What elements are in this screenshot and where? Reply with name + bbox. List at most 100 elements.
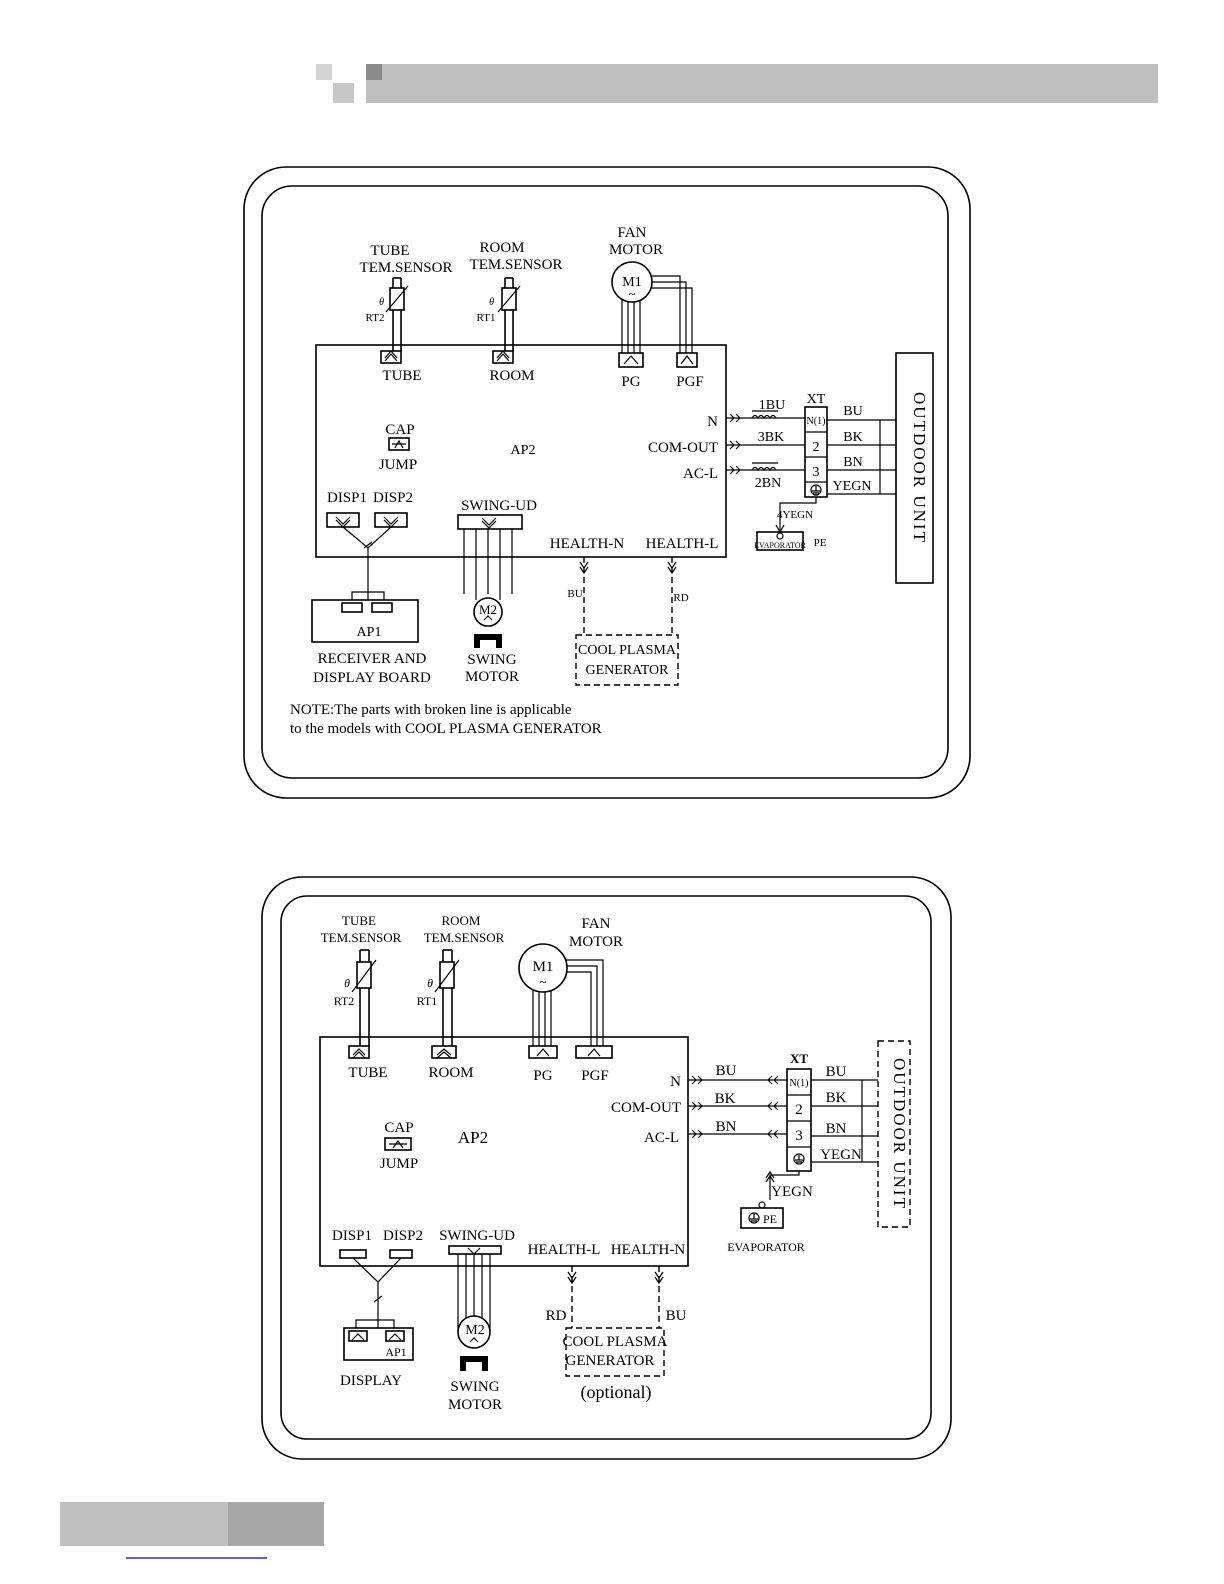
d1-swing-motor-base xyxy=(474,634,502,648)
d2-swing-label1: SWING xyxy=(450,1379,499,1395)
d1-swing-label1: SWING xyxy=(467,652,516,668)
footer-decoration xyxy=(60,1502,324,1559)
d2-wire-bn: BN xyxy=(716,1119,737,1135)
d2-jump-label: JUMP xyxy=(380,1156,418,1172)
header-square-light-1 xyxy=(316,64,332,80)
d2-pgf-label: PGF xyxy=(581,1068,609,1084)
d2-tube-title2: TEM.SENSOR xyxy=(321,930,402,945)
d2-xt-terminal-block: XT N(1) 2 3 BU BK BN YEGN YEGN xyxy=(727,1051,878,1254)
d1-rt2-theta: θ xyxy=(379,297,384,308)
d1-note-line1: NOTE:The parts with broken line is appli… xyxy=(290,702,572,718)
d2-display-label: DISPLAY xyxy=(340,1373,402,1389)
d2-main-board xyxy=(319,1036,689,1267)
d1-wire-1bu: 1BU xyxy=(759,398,785,413)
d1-room-sensor: θ RT1 ROOM xyxy=(477,277,535,384)
d2-ap1-label: AP1 xyxy=(385,1345,406,1359)
d1-bu-small: BU xyxy=(567,588,582,600)
d1-receiver-line2: DISPLAY BOARD xyxy=(313,670,431,686)
d2-rt2-theta: θ xyxy=(344,976,350,990)
header-bar xyxy=(366,64,1158,103)
d1-out-bu: BU xyxy=(843,404,862,419)
d1-disp1-label: DISP1 xyxy=(327,490,367,506)
d2-health-l-label: HEALTH-L xyxy=(528,1242,601,1258)
d2-out-bu: BU xyxy=(826,1064,847,1080)
footer-bar-light xyxy=(60,1502,228,1546)
d1-rt1-label: RT1 xyxy=(477,312,496,324)
d2-swing-ud-label: SWING-UD xyxy=(439,1228,515,1244)
d2-room-title1: ROOM xyxy=(441,913,480,928)
d1-m1-label: M1 xyxy=(622,275,641,290)
d2-plasma-line2: GENERATOR xyxy=(566,1353,655,1369)
d1-wire-3bk: 3BK xyxy=(758,430,784,445)
d1-out-bn: BN xyxy=(843,455,862,470)
d2-outdoor-label: OUTDOOR UNIT xyxy=(890,1058,909,1210)
d1-rd-small: RD xyxy=(673,592,688,604)
d2-room-connector-label: ROOM xyxy=(428,1065,473,1081)
d1-fan-motor: M1 ~ PG PGF xyxy=(611,261,704,390)
d1-plasma-line2: GENERATOR xyxy=(586,663,670,678)
d1-rt1-theta: θ xyxy=(489,297,494,308)
d1-fan-title1: FAN xyxy=(618,225,647,241)
d1-health-n-label: HEALTH-N xyxy=(550,536,625,552)
d2-out-bk: BK xyxy=(826,1090,847,1106)
d2-out-yegn: YEGN xyxy=(820,1147,862,1163)
d1-room-connector-label: ROOM xyxy=(489,368,534,384)
d1-4yegn: 4YEGN xyxy=(777,509,813,521)
d2-cool-plasma: HEALTH-L HEALTH-N RD BU COOL PLASMA GENE… xyxy=(528,1242,687,1403)
d2-ap2-label: AP2 xyxy=(458,1128,488,1147)
d2-pe-label: PE xyxy=(763,1212,777,1226)
d1-evaporator-label: EVAPORATOR xyxy=(754,541,806,550)
d2-evaporator-label: EVAPORATOR xyxy=(727,1240,805,1254)
d1-xt-label: XT xyxy=(807,392,826,407)
d2-cap-label: CAP xyxy=(384,1120,413,1136)
d1-cap-label: CAP xyxy=(385,422,414,438)
d2-tube-title1: TUBE xyxy=(342,913,376,928)
d1-m1-tilde: ~ xyxy=(629,287,636,301)
d1-xt-t1: N(1) xyxy=(807,416,826,427)
diagram1-inner-frame xyxy=(261,185,949,779)
d2-tube-connector-label: TUBE xyxy=(348,1065,387,1081)
d2-swing-motor: SWING-UD M2 SWING MOTOR xyxy=(439,1228,515,1413)
d2-ac-l-label: AC-L xyxy=(644,1130,679,1146)
d2-out-bn: BN xyxy=(826,1121,847,1137)
d1-jump-label: JUMP xyxy=(379,457,417,473)
d1-main-board xyxy=(315,344,727,558)
d2-xt-t2: 2 xyxy=(795,1102,803,1118)
d1-out-yegn: YEGN xyxy=(833,479,872,494)
d1-m2-label: M2 xyxy=(479,602,497,617)
diagram1-outer-frame xyxy=(243,166,971,799)
d1-tube-title2: TEM.SENSOR xyxy=(360,260,453,276)
d1-plasma-line1: COOL PLASMA xyxy=(578,643,677,658)
d1-note-line2: to the models with COOL PLASMA GENERATOR xyxy=(290,721,602,737)
d1-swing-label2: MOTOR xyxy=(465,669,519,685)
d1-terminal-wires: 1BU 3BK 2BN xyxy=(726,398,806,491)
d2-pg-label: PG xyxy=(533,1068,552,1084)
d2-xt-t1: N(1) xyxy=(790,1078,809,1089)
d2-xt-label: XT xyxy=(790,1051,808,1066)
d2-fan-title1: FAN xyxy=(582,916,611,932)
wiring-diagram-2: TUBE TEM.SENSOR ROOM TEM.SENSOR FAN MOTO… xyxy=(261,876,952,1460)
d1-tube-connector-label: TUBE xyxy=(382,368,421,384)
d1-rt2-label: RT2 xyxy=(366,312,385,324)
diagram2-outer-frame xyxy=(261,876,952,1460)
d1-room-title1: ROOM xyxy=(479,240,524,256)
footer-bar-dark xyxy=(228,1502,324,1546)
d1-disp2-label: DISP2 xyxy=(373,490,413,506)
d1-pgf-label: PGF xyxy=(676,374,704,390)
d2-display-connectors: DISP1 DISP2 AP1 DISPLAY xyxy=(332,1228,423,1389)
d2-disp2-label: DISP2 xyxy=(383,1228,423,1244)
d2-health-n-label: HEALTH-N xyxy=(611,1242,686,1258)
d2-n-label: N xyxy=(670,1074,681,1090)
d1-fan-title2: MOTOR xyxy=(609,242,663,258)
d2-outdoor-unit: OUTDOOR UNIT xyxy=(877,1040,911,1228)
d2-com-out-label: COM-OUT xyxy=(611,1100,681,1116)
d2-m1-label: M1 xyxy=(533,959,554,975)
d1-health-l-label: HEALTH-L xyxy=(646,536,719,552)
d1-out-bk: BK xyxy=(843,430,862,445)
d1-outdoor-label: OUTDOOR UNIT xyxy=(910,392,929,544)
d2-fan-motor: M1 ~ PG PGF xyxy=(518,943,613,1084)
d1-display-connectors: DISP1 DISP2 AP1 RECEIVER AND DISPLAY BOA… xyxy=(311,490,431,686)
header-decoration xyxy=(316,64,1158,103)
d2-m2-label: M2 xyxy=(465,1323,484,1338)
